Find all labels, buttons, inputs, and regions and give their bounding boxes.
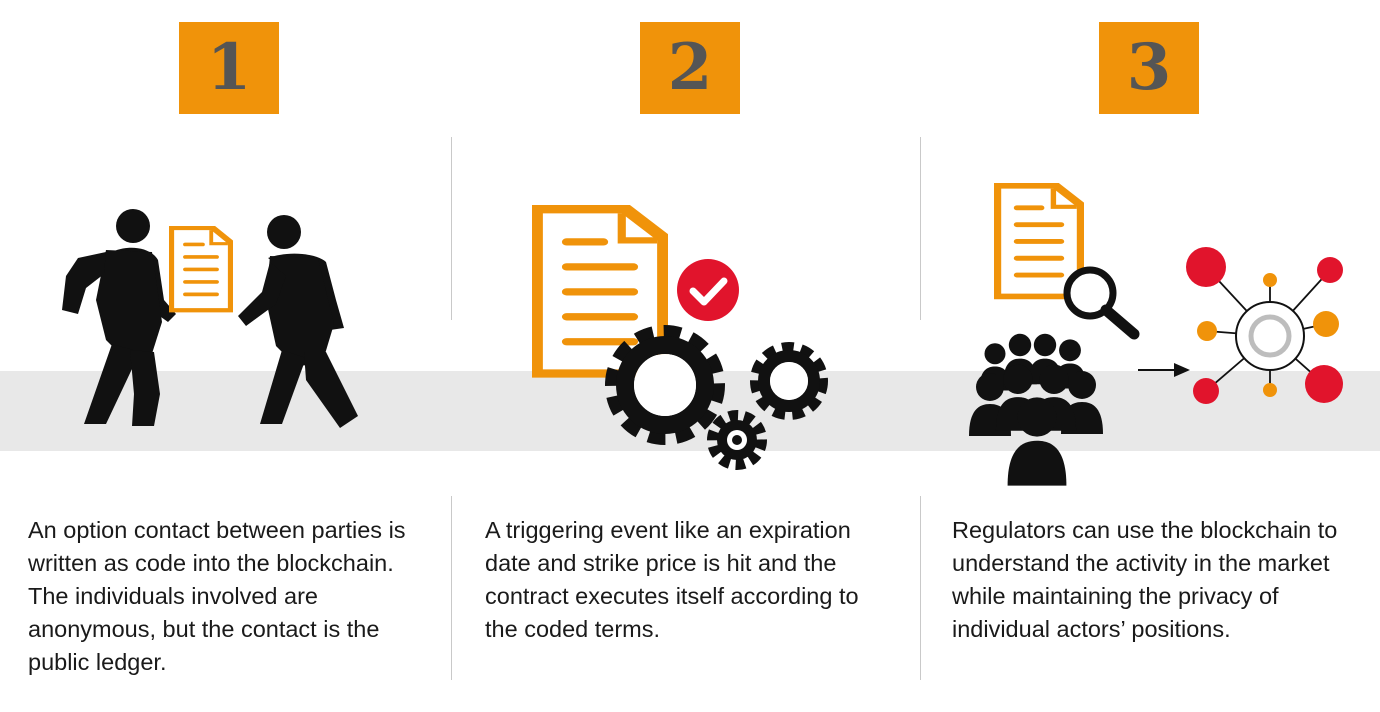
magnifier-icon [1063, 266, 1140, 340]
gear-large-icon [605, 325, 725, 445]
step-2-description: A triggering event like an expiration da… [485, 517, 859, 642]
step-number-1-label: 1 [206, 30, 252, 105]
people-exchanging-document-icon [62, 209, 358, 428]
step-number-3: 3 [1099, 22, 1199, 114]
divider-bottom-2 [920, 496, 921, 680]
step-3-description: Regulators can use the blockchain to und… [952, 517, 1338, 642]
checkmark-badge-icon [677, 259, 739, 321]
document-icon [167, 224, 235, 315]
step-1-description: An option contact between parties is wri… [28, 517, 406, 675]
step-number-1: 1 [179, 22, 279, 114]
gear-small-icon [707, 410, 767, 470]
divider-top-2 [920, 137, 921, 320]
step-number-3-label: 3 [1126, 30, 1172, 105]
network-nodes-icon [1186, 247, 1343, 404]
walking-person-right-icon [238, 215, 358, 428]
divider-top-1 [451, 137, 452, 320]
gear-medium-icon [750, 342, 828, 420]
step-number-2: 2 [640, 22, 740, 114]
regulators-network-icon [969, 183, 1343, 486]
walking-person-left-icon [62, 209, 176, 426]
document-checkmark-gears-icon [532, 205, 828, 470]
arrow-right-icon [1138, 363, 1190, 377]
divider-bottom-1 [451, 496, 452, 680]
crowd-icon [969, 333, 1103, 486]
step-number-2-label: 2 [667, 30, 713, 105]
